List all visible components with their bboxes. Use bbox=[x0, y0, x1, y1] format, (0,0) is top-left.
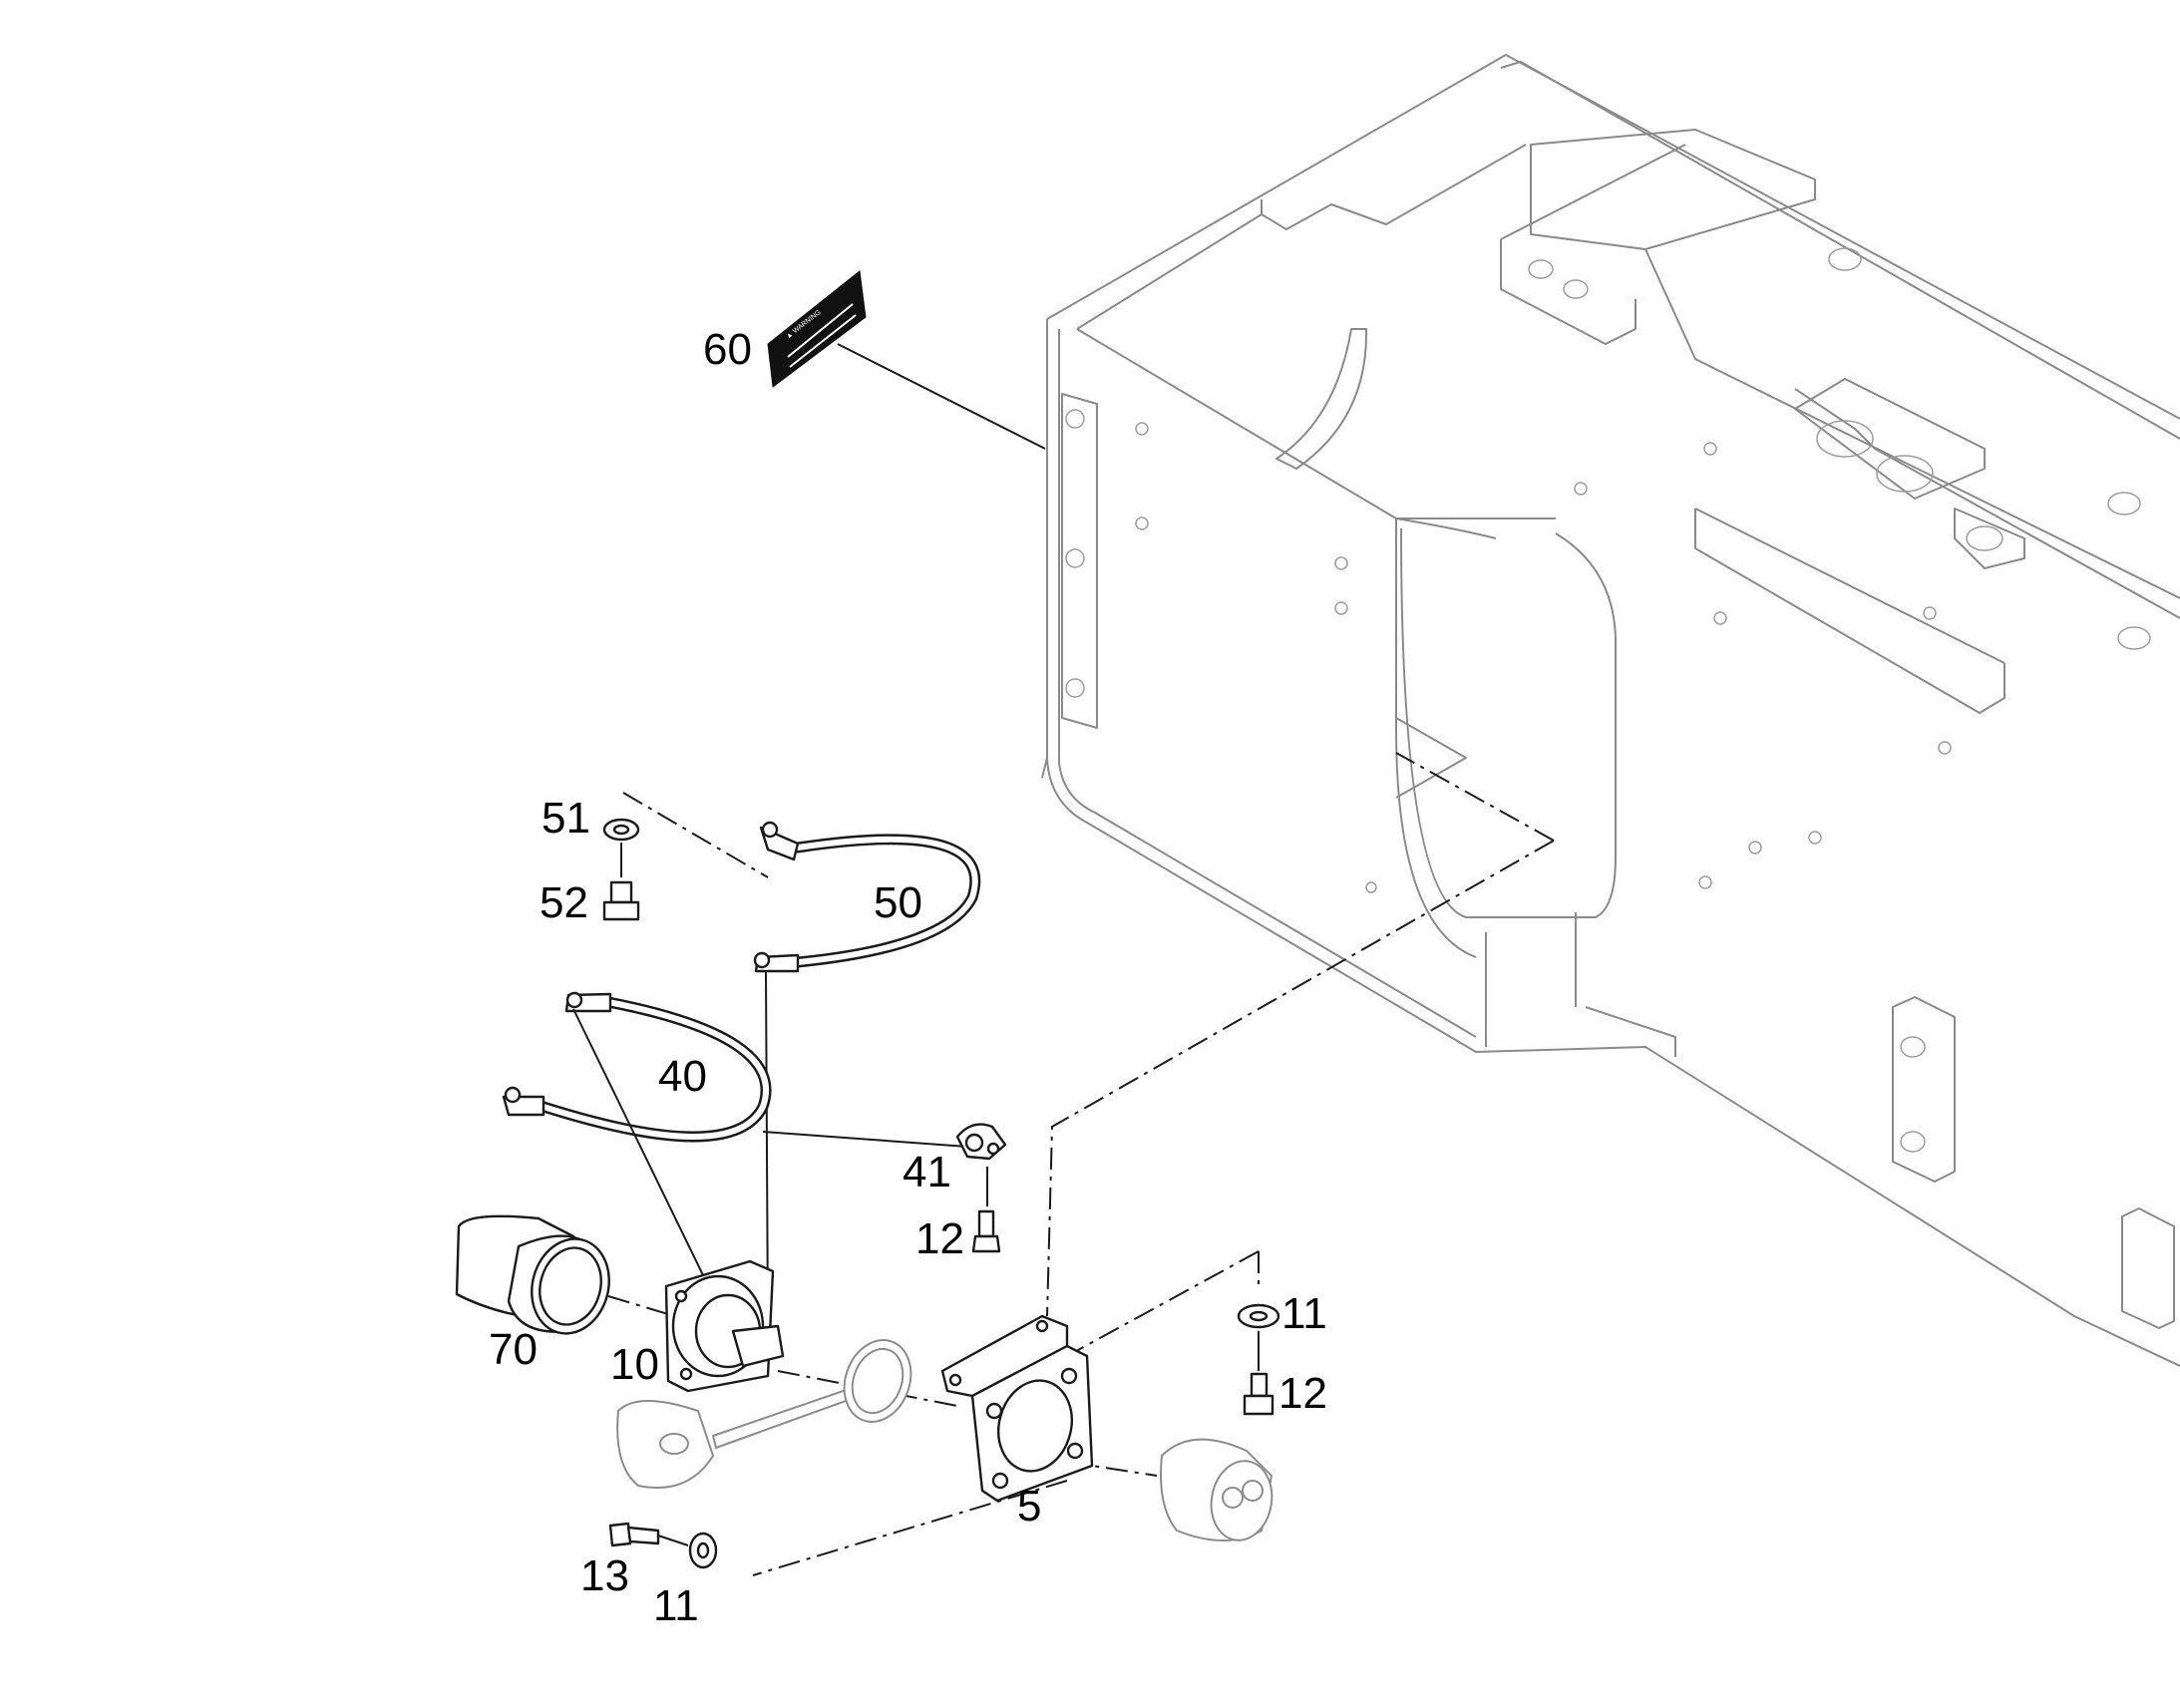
bolt-52 bbox=[602, 843, 640, 921]
callout-41: 41 bbox=[903, 1148, 951, 1196]
warning-label-plate: ▲ WARNING bbox=[767, 270, 1046, 450]
callout-60: 60 bbox=[703, 325, 752, 374]
cable-clamp-41 bbox=[955, 1123, 1007, 1161]
bolt-13 bbox=[608, 1522, 689, 1547]
machine-frame bbox=[1041, 54, 2180, 1367]
callout-52: 52 bbox=[540, 878, 588, 927]
washer-11-right bbox=[1237, 1303, 1280, 1329]
callout-12-upper: 12 bbox=[915, 1214, 964, 1263]
plug bbox=[1160, 1438, 1273, 1541]
screw-12-right bbox=[1243, 1331, 1274, 1416]
callout-12-right: 12 bbox=[1278, 1369, 1327, 1418]
cable-50 bbox=[753, 821, 981, 1332]
callout-40: 40 bbox=[658, 1052, 707, 1101]
callout-5: 5 bbox=[1017, 1482, 1041, 1531]
callout-13: 13 bbox=[580, 1551, 629, 1600]
washer-51 bbox=[602, 818, 640, 842]
socket-10 bbox=[664, 1259, 785, 1393]
callouts: 60 51 52 50 40 41 12 70 10 11 12 5 13 11 bbox=[489, 325, 1327, 1630]
washer-11-bottom bbox=[688, 1532, 718, 1569]
callout-10: 10 bbox=[610, 1340, 659, 1389]
callout-70: 70 bbox=[489, 1325, 538, 1374]
callout-50: 50 bbox=[874, 878, 922, 927]
callout-51: 51 bbox=[542, 794, 590, 843]
screw-12-upper bbox=[971, 1167, 1001, 1253]
bracket-5 bbox=[940, 1314, 1094, 1503]
callout-11-bottom: 11 bbox=[653, 1581, 699, 1630]
boot-cover-70 bbox=[455, 1214, 610, 1335]
cable-40 bbox=[502, 991, 968, 1317]
dust-cap bbox=[616, 1339, 912, 1489]
callout-11-right: 11 bbox=[1281, 1289, 1327, 1338]
